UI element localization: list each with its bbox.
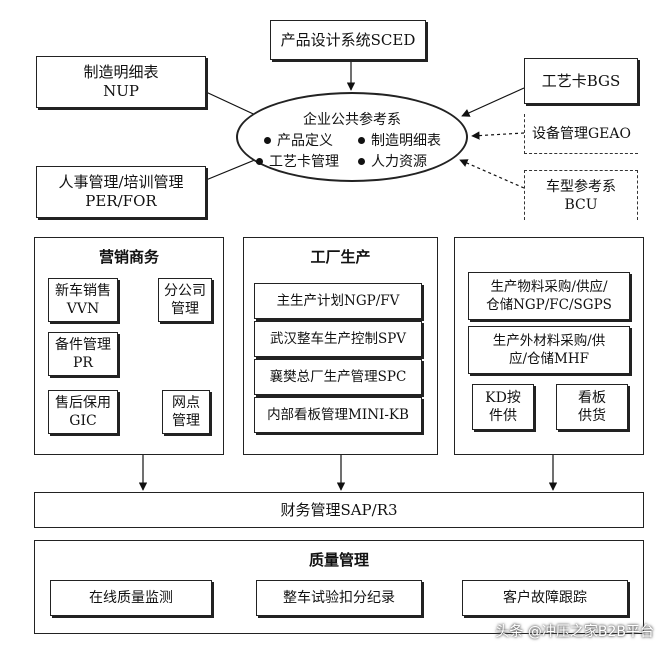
per-label-cn: 人事管理/培训管理 <box>58 173 184 191</box>
mhf-box: 生产外材料采购/供 应/仓储MHF <box>468 326 630 374</box>
reference-item-product: 产品定义 <box>264 130 333 150</box>
nup-label-cn: 制造明细表 <box>83 63 159 81</box>
branch-label-1: 分公司 <box>164 283 206 299</box>
reference-system-title: 企业公共参考系 <box>303 112 401 128</box>
kd-label-1: KD按 <box>485 390 521 406</box>
factory-item-ngp: 主生产计划NGP/FV <box>254 283 422 319</box>
outlet-box: 网点 管理 <box>162 390 210 434</box>
pr-label-cn: 备件管理 <box>55 337 111 353</box>
quality-item-vehicle-test: 整车试验扣分纪录 <box>256 580 422 616</box>
quality-item-online: 在线质量监测 <box>50 580 212 616</box>
geao-box: 设备管理GEAO <box>524 114 638 154</box>
reference-item-process: 工艺卡管理 <box>256 151 339 171</box>
bullet-icon <box>358 157 365 165</box>
bcu-label-cn: 车型参考系 <box>546 178 616 195</box>
bcu-box: 车型参考系 BCU <box>524 170 638 220</box>
kanban-supply-box: 看板 供货 <box>556 384 628 430</box>
per-box: 人事管理/培训管理 PER/FOR <box>36 166 206 218</box>
kd-box: KD按 件供 <box>472 384 534 430</box>
sgps-label-2: 仓储NGP/FC/SGPS <box>486 297 612 313</box>
pr-box: 备件管理 PR <box>48 332 118 376</box>
factory-item-minikb: 内部看板管理MINI-KB <box>254 397 422 433</box>
branch-label-2: 管理 <box>171 301 199 317</box>
per-label-code: PER/FOR <box>85 192 157 210</box>
pr-label-code: PR <box>73 355 93 371</box>
factory-item-spv: 武汉整车生产控制SPV <box>254 321 422 357</box>
kd-label-2: 件供 <box>489 408 517 424</box>
vvn-label-code: VVN <box>66 301 100 317</box>
nup-label-code: NUP <box>103 82 139 100</box>
arrow-geao-to-reference <box>471 131 525 140</box>
bullet-icon <box>264 136 271 144</box>
reference-item-hr: 人力资源 <box>358 151 427 171</box>
reference-system-ellipse: 企业公共参考系 产品定义 制造明细表 工艺卡管理 人力资源 <box>236 92 468 182</box>
nup-box: 制造明细表 NUP <box>36 56 206 108</box>
bcu-label-code: BCU <box>564 196 598 213</box>
geao-label: 设备管理GEAO <box>532 125 631 142</box>
sgps-box: 生产物料采购/供应/ 仓储NGP/FC/SGPS <box>468 272 630 320</box>
vvn-label-cn: 新车销售 <box>55 283 111 299</box>
finance-bar: 财务管理SAP/R3 <box>34 492 644 528</box>
outlet-label-1: 网点 <box>172 395 200 411</box>
factory-item-spc: 襄樊总厂生产管理SPC <box>254 359 422 395</box>
finance-label: 财务管理SAP/R3 <box>280 500 398 519</box>
mhf-label-2: 应/仓储MHF <box>508 351 589 367</box>
bgs-label: 工艺卡BGS <box>541 71 621 90</box>
outlet-label-2: 管理 <box>172 413 200 429</box>
mhf-label-1: 生产外材料采购/供 <box>492 333 606 349</box>
arrow-bgs-to-reference <box>461 87 525 117</box>
sgps-label-1: 生产物料采购/供应/ <box>490 279 608 295</box>
arrow-bcu-to-reference <box>459 159 525 189</box>
reference-item-bom: 制造明细表 <box>358 130 441 150</box>
bullet-icon <box>256 157 263 165</box>
kanban-label-2: 供货 <box>578 408 606 424</box>
watermark-text: 头条 @冲压之家B2B平台 <box>495 624 654 640</box>
sced-box: 产品设计系统SCED <box>270 20 426 60</box>
quality-title: 质量管理 <box>308 551 369 569</box>
kanban-label-1: 看板 <box>578 390 606 406</box>
quality-item-customer-fault: 客户故障跟踪 <box>462 580 628 616</box>
gic-label-code: GIC <box>69 413 97 429</box>
bullet-icon <box>358 136 365 144</box>
gic-box: 售后保用 GIC <box>48 390 118 434</box>
factory-title: 工厂生产 <box>310 248 371 266</box>
branch-box: 分公司 管理 <box>158 278 212 322</box>
gic-label-cn: 售后保用 <box>55 395 111 411</box>
sced-label: 产品设计系统SCED <box>280 30 416 49</box>
marketing-title: 营销商务 <box>98 248 159 266</box>
bgs-box: 工艺卡BGS <box>524 58 638 104</box>
vvn-box: 新车销售 VVN <box>48 278 118 322</box>
